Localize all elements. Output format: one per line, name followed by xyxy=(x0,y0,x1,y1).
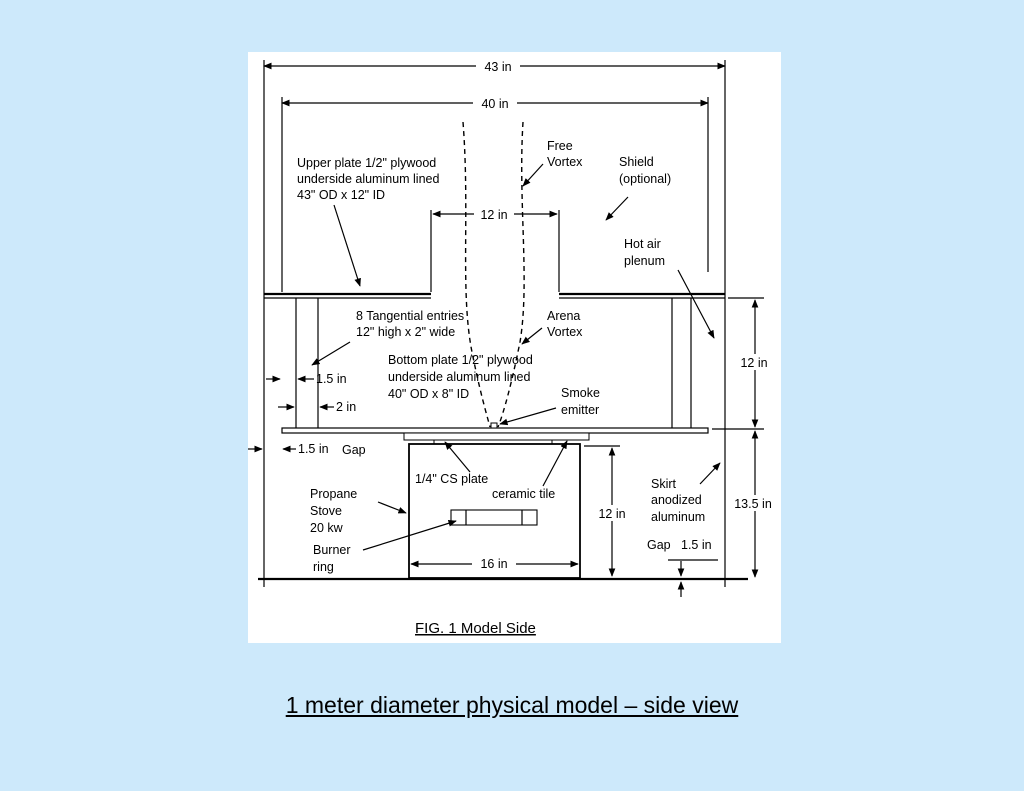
dim-2in: 2 in xyxy=(336,400,356,414)
svg-text:underside aluminum lined: underside aluminum lined xyxy=(388,370,530,384)
cs-plate-label: 1/4" CS plate xyxy=(415,441,488,486)
dim-16in: 16 in xyxy=(480,557,507,571)
slide-caption: 1 meter diameter physical model – side v… xyxy=(285,692,739,718)
svg-text:Vortex: Vortex xyxy=(547,325,583,339)
gap-left-label: Gap xyxy=(342,443,366,457)
dim-43in: 43 in xyxy=(484,60,511,74)
stove-width-dimension: 16 in xyxy=(410,556,579,572)
svg-text:Skirt: Skirt xyxy=(651,477,677,491)
svg-text:Propane: Propane xyxy=(310,487,357,501)
svg-text:Vortex: Vortex xyxy=(547,155,583,169)
dim-upper-12in: 12 in xyxy=(740,356,767,370)
svg-text:43" OD x 12" ID: 43" OD x 12" ID xyxy=(297,188,385,202)
overall-width-dimension: 43 in xyxy=(263,58,726,74)
dim-opening-12in: 12 in xyxy=(480,208,507,222)
svg-text:ring: ring xyxy=(313,560,334,574)
svg-text:underside aluminum lined: underside aluminum lined xyxy=(297,172,439,186)
dim-stove-12in: 12 in xyxy=(598,507,625,521)
svg-text:(optional): (optional) xyxy=(619,172,671,186)
svg-text:12" high x 2" wide: 12" high x 2" wide xyxy=(356,325,455,339)
shield-label: Shield (optional) xyxy=(605,155,671,221)
dim-40in: 40 in xyxy=(481,97,508,111)
gap-bottom-right-dimension: Gap 1.5 in xyxy=(647,538,718,597)
gap-bottom-left-dimension: 1.5 in Gap xyxy=(248,442,366,457)
svg-text:8 Tangential entries: 8 Tangential entries xyxy=(356,309,464,323)
smoke-emitter-label: Smoke emitter xyxy=(499,386,600,426)
hot-air-plenum-label: Hot air plenum xyxy=(624,237,715,339)
stove-height-dimension: 12 in xyxy=(584,445,631,577)
dim-1-5in-left: 1.5 in xyxy=(316,372,347,386)
svg-text:Upper plate 1/2" plywood: Upper plate 1/2" plywood xyxy=(297,156,436,170)
svg-text:Bottom plate 1/2" plywood: Bottom plate 1/2" plywood xyxy=(388,353,533,367)
bottom-plate xyxy=(281,427,709,434)
plate-width-dimension: 40 in xyxy=(281,95,709,111)
svg-text:Arena: Arena xyxy=(547,309,580,323)
figure-panel: 43 in 40 in 12 in xyxy=(248,52,781,643)
skirt-height-dimension: 13.5 in xyxy=(730,430,778,578)
svg-text:Burner: Burner xyxy=(313,543,351,557)
burner-ring xyxy=(450,509,538,526)
svg-text:ceramic tile: ceramic tile xyxy=(492,487,555,501)
propane-stove-label: Propane Stove 20 kw xyxy=(310,487,407,535)
dim-13-5in: 13.5 in xyxy=(734,497,772,511)
svg-text:plenum: plenum xyxy=(624,254,665,268)
smoke-emitter xyxy=(490,422,498,429)
svg-text:20 kw: 20 kw xyxy=(310,521,344,535)
svg-text:40" OD x 8" ID: 40" OD x 8" ID xyxy=(388,387,469,401)
gap-1-5in-left-dimension: 1.5 in xyxy=(266,372,347,386)
dim-1-5in-bottom-left: 1.5 in xyxy=(298,442,329,456)
wall-2in-dimension: 2 in xyxy=(278,400,356,414)
svg-text:aluminum: aluminum xyxy=(651,510,705,524)
arena-vortex-label: Arena Vortex xyxy=(521,309,583,345)
figure-title: FIG. 1 Model Side xyxy=(415,620,536,637)
burner-ring-label: Burner ring xyxy=(313,520,457,574)
opening-dimension: 12 in xyxy=(430,206,560,292)
svg-text:anodized: anodized xyxy=(651,493,702,507)
vortex-right-curve xyxy=(497,121,525,428)
upper-plate-label: Upper plate 1/2" plywood underside alumi… xyxy=(297,156,439,287)
ceramic-tile-label: ceramic tile xyxy=(492,440,568,501)
cs-plate xyxy=(403,432,590,441)
svg-text:Free: Free xyxy=(547,139,573,153)
bottom-plate-label: Bottom plate 1/2" plywood underside alum… xyxy=(388,353,533,401)
free-vortex-label: Free Vortex xyxy=(522,139,583,187)
vortex-left-curve xyxy=(462,121,491,428)
model-side-diagram: 43 in 40 in 12 in xyxy=(248,58,778,637)
dim-1-5in-bottom-right: 1.5 in xyxy=(681,538,712,552)
tangential-entries-label: 8 Tangential entries 12" high x 2" wide xyxy=(311,309,464,366)
svg-text:1/4" CS plate: 1/4" CS plate xyxy=(415,472,488,486)
svg-text:emitter: emitter xyxy=(561,403,599,417)
skirt-label: Skirt anodized aluminum xyxy=(651,462,721,524)
gap-right-label: Gap xyxy=(647,538,671,552)
svg-text:Hot air: Hot air xyxy=(624,237,661,251)
svg-text:Smoke: Smoke xyxy=(561,386,600,400)
svg-text:Stove: Stove xyxy=(310,504,342,518)
upper-height-dimension: 12 in xyxy=(712,297,776,430)
svg-text:Shield: Shield xyxy=(619,155,654,169)
